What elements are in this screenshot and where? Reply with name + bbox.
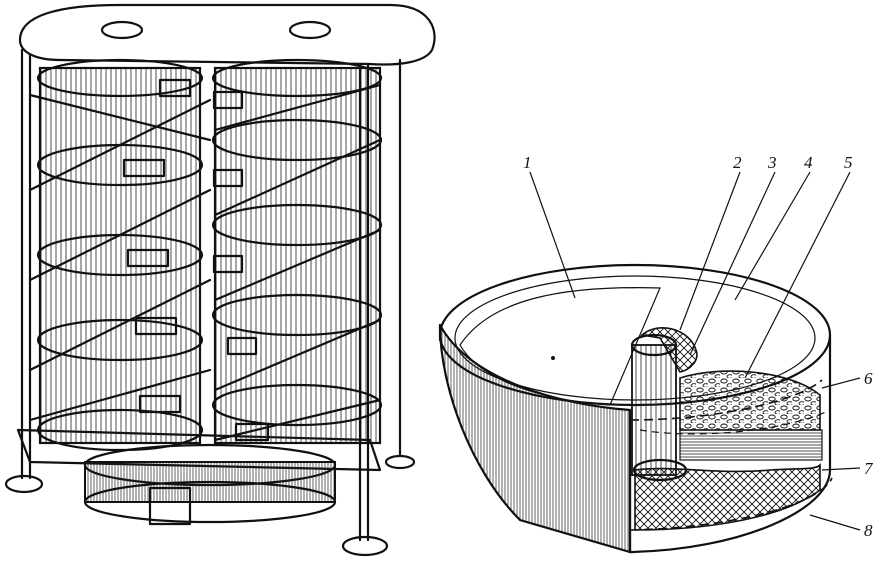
clamp — [234, 422, 270, 442]
clamp — [212, 90, 244, 110]
callout-1: 1 — [523, 153, 532, 172]
leader-lines — [529, 171, 861, 531]
callout-labels: 1 2 3 4 5 6 7 8 — [523, 153, 874, 540]
motor-block — [83, 443, 337, 526]
callout-5: 5 — [844, 153, 853, 172]
sieve-shell-wall — [628, 333, 832, 554]
outer-shell — [438, 324, 632, 554]
mesh-layer — [634, 463, 821, 531]
clamp — [122, 158, 166, 178]
sieve-cutaway: 1 2 3 4 5 6 7 8 — [438, 153, 874, 554]
clamp — [134, 316, 178, 336]
hatched-ring — [640, 326, 698, 373]
clamp — [212, 168, 244, 188]
callout-2: 2 — [733, 153, 742, 172]
central-tube — [630, 333, 678, 476]
callout-6: 6 — [864, 369, 873, 388]
clamp — [138, 394, 182, 414]
clamp — [158, 78, 192, 98]
callout-7: 7 — [864, 459, 874, 478]
callout-8: 8 — [864, 521, 873, 540]
left-sieve-stack — [28, 58, 212, 452]
support-rods — [4, 48, 416, 557]
upper-sieve-surface — [459, 287, 661, 406]
top-plate — [18, 3, 436, 66]
fine-layers — [679, 429, 823, 461]
clamp — [126, 248, 170, 268]
perforated-plate — [679, 370, 821, 431]
right-sieve-stack — [211, 58, 383, 445]
callout-4: 4 — [804, 153, 813, 172]
clamp — [212, 254, 244, 274]
clamp — [226, 336, 258, 356]
callout-3: 3 — [767, 153, 777, 172]
sifter-machine — [4, 3, 436, 557]
